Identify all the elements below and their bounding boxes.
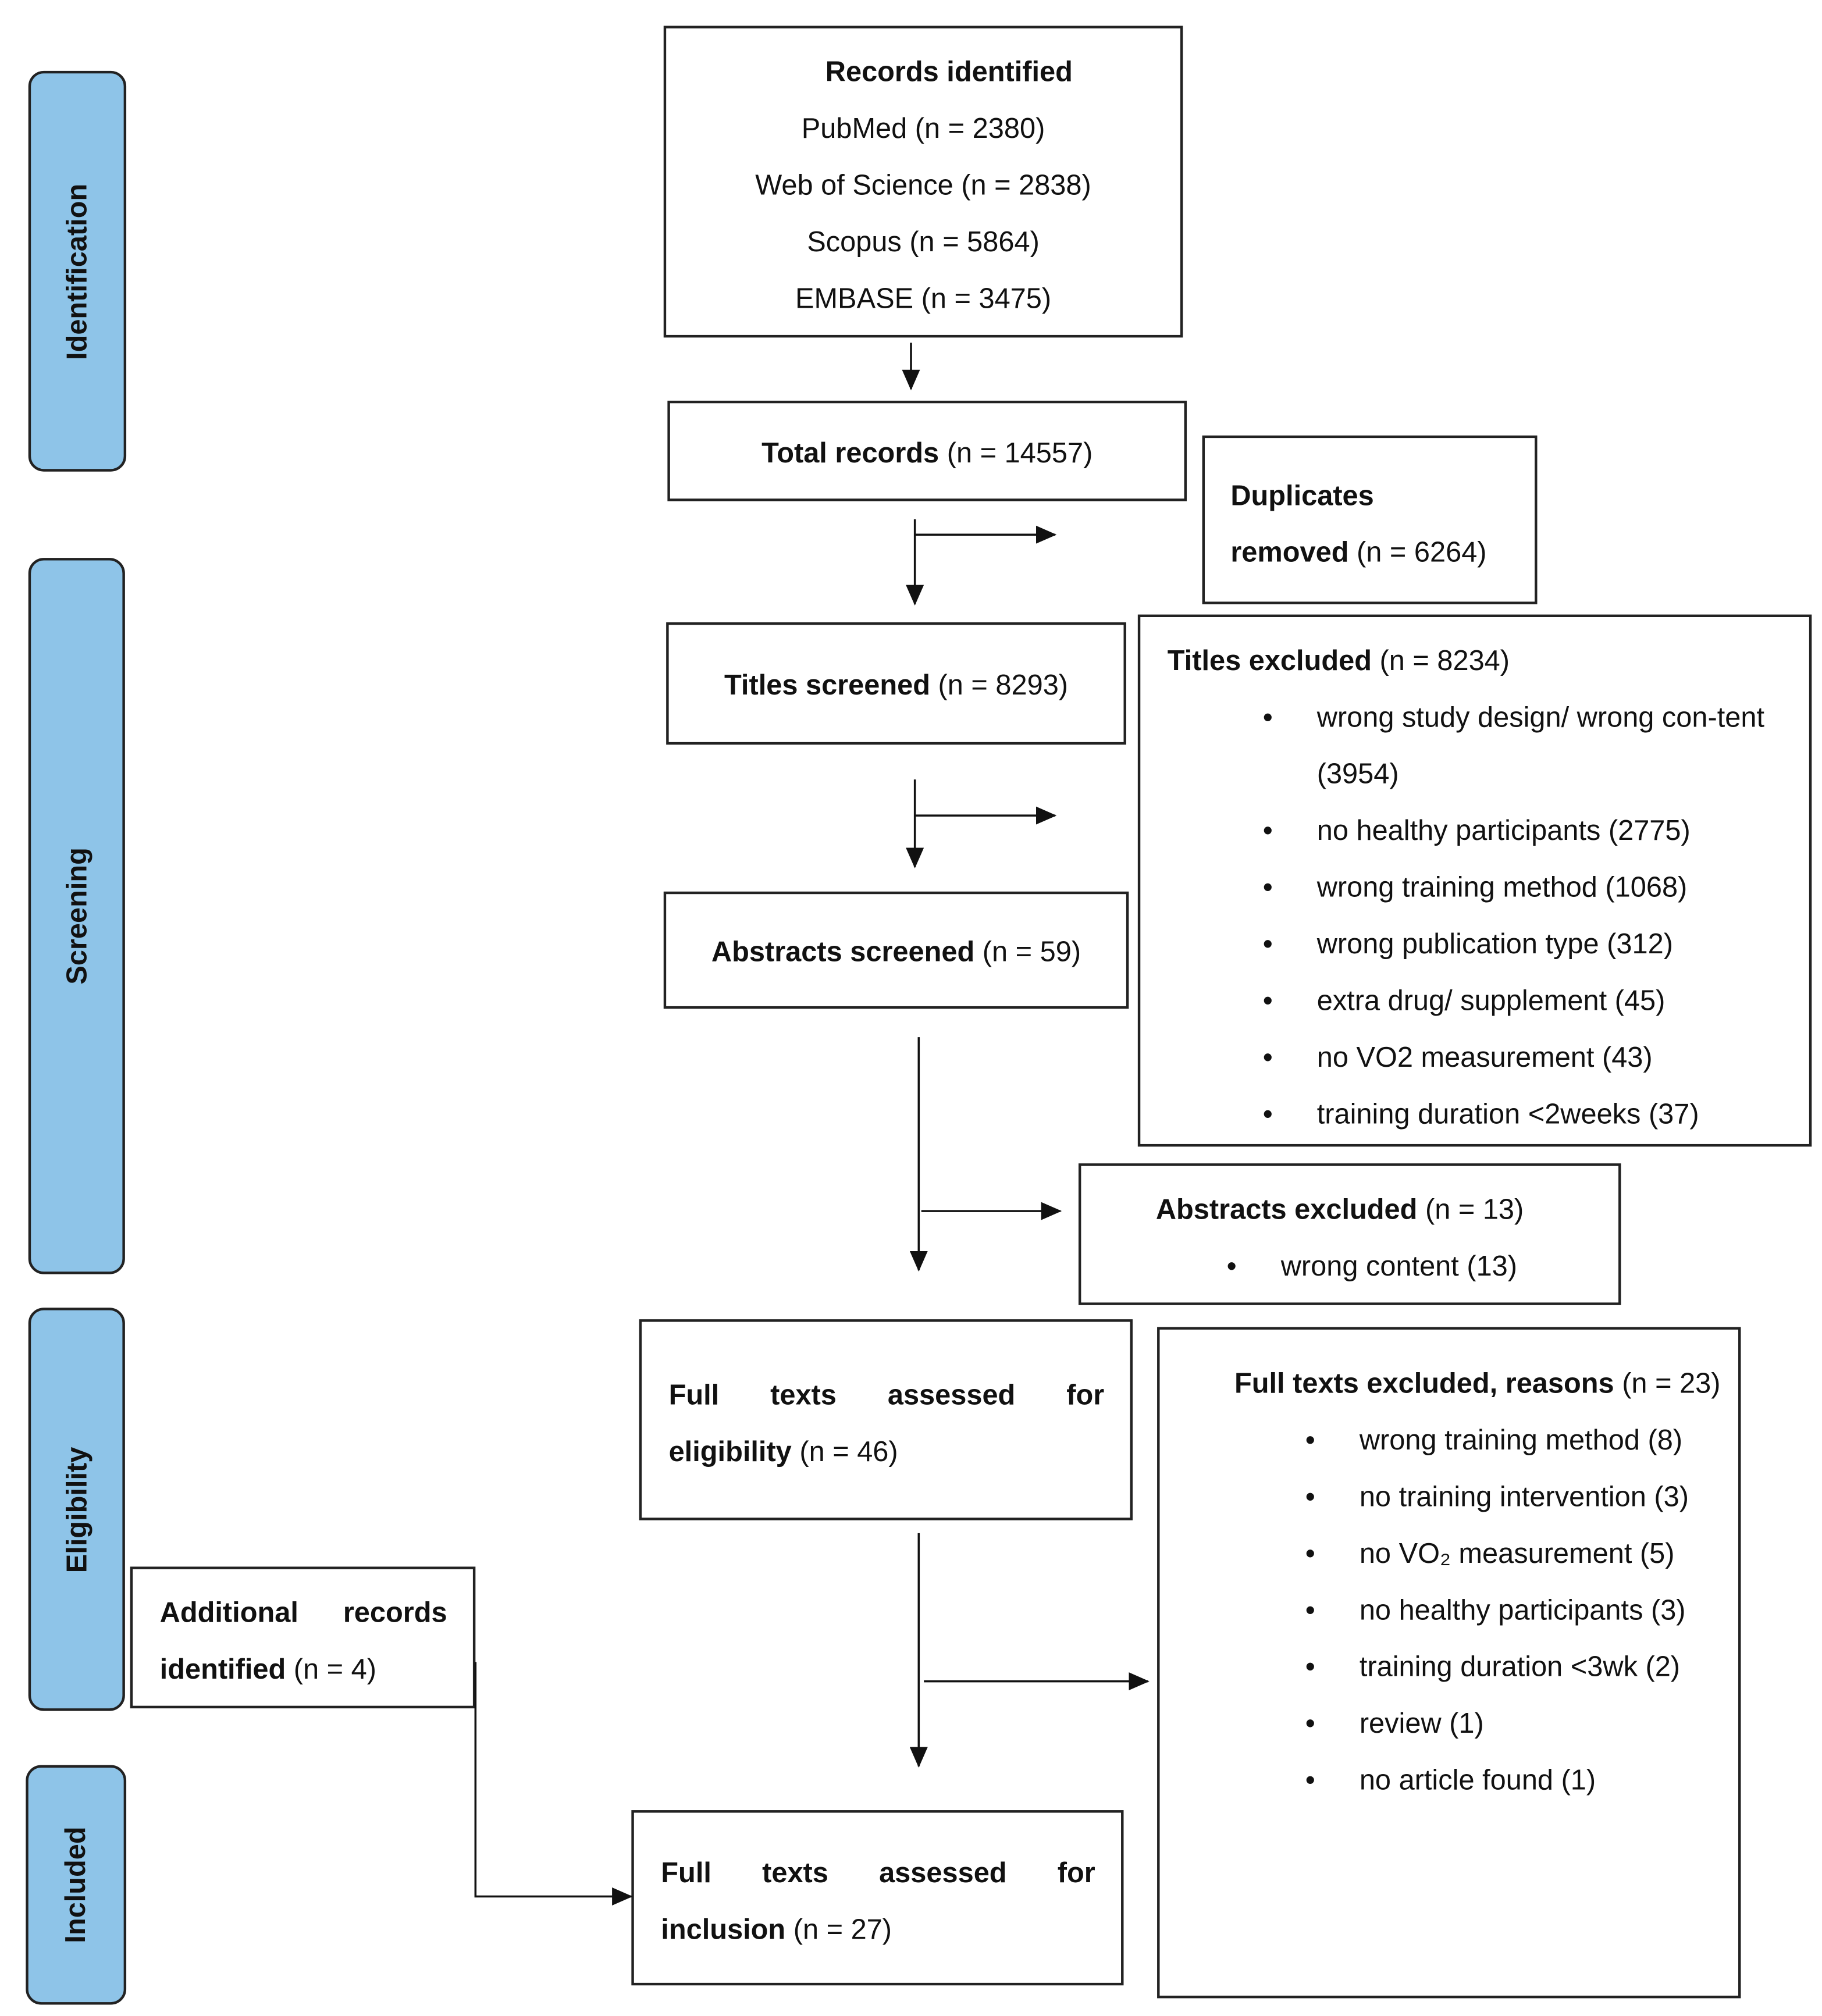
additional-records-box: Additional records identified (n = 4) (130, 1566, 476, 1709)
box-title: identified (159, 1652, 286, 1686)
reason-text: training duration <3wk (2) (1359, 1650, 1681, 1683)
count: (n = 8234) (1371, 644, 1510, 676)
box-title: inclusion (661, 1913, 786, 1946)
titles-screened-box: Titles screened (n = 8293) (666, 622, 1126, 745)
reason-text: wrong publication type (312) (1316, 927, 1673, 960)
box-title: Abstracts screened (711, 935, 975, 968)
count: (n = 6264) (1348, 536, 1487, 568)
reason-item: •wrong content (13) (1226, 1249, 1518, 1282)
reason-text: no VO₂ measurement (5) (1359, 1537, 1675, 1569)
box-title: Full texts assessed for (668, 1379, 1105, 1411)
reason-item: •wrong training method (1068) (1262, 871, 1688, 903)
reason-item: •no article found (1) (1305, 1764, 1596, 1796)
reason-item: •no healthy participants (3) (1305, 1593, 1686, 1626)
count: (n = 23) (1614, 1367, 1721, 1399)
abstracts-screened-box: Abstracts screened (n = 59) (663, 891, 1129, 1009)
reason-item: •wrong training method (8) (1305, 1423, 1683, 1456)
reason-text: no article found (1) (1359, 1764, 1596, 1796)
reason-text: wrong training method (8) (1359, 1423, 1683, 1456)
count: (n = 8293) (930, 668, 1069, 701)
source-embase: EMBASE (n = 3475) (795, 282, 1052, 315)
source-wos: Web of Science (n = 2838) (755, 169, 1091, 201)
box-title: Full texts excluded, reasons (1234, 1367, 1614, 1399)
reason-text: wrong study design/ wrong con-tent (3954… (1316, 700, 1765, 790)
fulltexts-excluded-box: Full texts excluded, reasons (n = 23) •w… (1157, 1327, 1741, 1999)
phase-screening: Screening (28, 558, 125, 1274)
count: (n = 14557) (939, 436, 1093, 469)
box-title: Additional records (159, 1596, 447, 1629)
duplicates-box: Duplicates removed (n = 6264) (1202, 435, 1538, 604)
reason-text: extra drug/ supplement (45) (1316, 984, 1666, 1017)
count: (n = 46) (791, 1435, 898, 1468)
fulltexts-inclusion-box: Full texts assessed for inclusion (n = 2… (631, 1810, 1124, 1986)
records-identified-box: Records identified PubMed (n = 2380) Web… (663, 26, 1183, 338)
reason-item: •wrong study design/ wrong con-tent (395… (1262, 700, 1765, 790)
box-title: Duplicates (1230, 479, 1374, 512)
reason-item: •training duration <2weeks (37) (1262, 1098, 1699, 1130)
box-title: Titles screened (724, 668, 930, 701)
reason-item: •no VO2 measurement (43) (1262, 1041, 1653, 1074)
reason-text: no VO2 measurement (43) (1316, 1041, 1653, 1074)
reason-item: •no healthy participants (2775) (1262, 814, 1691, 847)
reason-text: no training intervention (3) (1359, 1480, 1689, 1513)
count: (n = 27) (785, 1913, 892, 1946)
arrow-additional (474, 1662, 633, 1905)
reason-item: •wrong publication type (312) (1262, 927, 1673, 960)
reason-item: •no VO₂ measurement (5) (1305, 1537, 1675, 1569)
box-title: Total records (761, 436, 940, 469)
abstracts-excluded-box: Abstracts excluded (n = 13) •wrong conte… (1078, 1163, 1621, 1305)
total-records-box: Total records (n = 14557) (667, 400, 1187, 501)
reason-item: •extra drug/ supplement (45) (1262, 984, 1666, 1017)
box-title: eligibility (668, 1435, 792, 1468)
fulltexts-eligibility-box: Full texts assessed for eligibility (n =… (639, 1319, 1133, 1520)
reason-text: wrong content (13) (1280, 1249, 1518, 1282)
count: (n = 59) (974, 935, 1081, 968)
count: (n = 13) (1417, 1193, 1524, 1226)
box-title: removed (1230, 536, 1349, 568)
reason-item: •training duration <3wk (2) (1305, 1650, 1681, 1683)
count: (n = 4) (286, 1652, 376, 1686)
titles-excluded-box: Titles excluded (n = 8234) •wrong study … (1137, 614, 1812, 1147)
reason-text: training duration <2weeks (37) (1316, 1098, 1699, 1130)
source-pubmed: PubMed (n = 2380) (801, 112, 1045, 145)
phase-identification: Identification (28, 70, 127, 472)
reason-text: review (1) (1359, 1707, 1484, 1740)
phase-eligibility: Eligibility (28, 1308, 125, 1711)
box-title: Full texts assessed for (661, 1856, 1095, 1889)
reason-item: •no training intervention (3) (1305, 1480, 1689, 1513)
box-title: Records identified (825, 55, 1073, 88)
reason-text: wrong training method (1068) (1316, 871, 1688, 903)
reason-item: •review (1) (1305, 1707, 1484, 1740)
box-title: Titles excluded (1167, 644, 1372, 676)
source-scopus: Scopus (n = 5864) (807, 225, 1040, 258)
reason-text: no healthy participants (3) (1359, 1593, 1686, 1626)
reason-text: no healthy participants (2775) (1316, 814, 1691, 847)
box-title: Abstracts excluded (1155, 1193, 1418, 1226)
phase-included: Included (26, 1765, 127, 2005)
